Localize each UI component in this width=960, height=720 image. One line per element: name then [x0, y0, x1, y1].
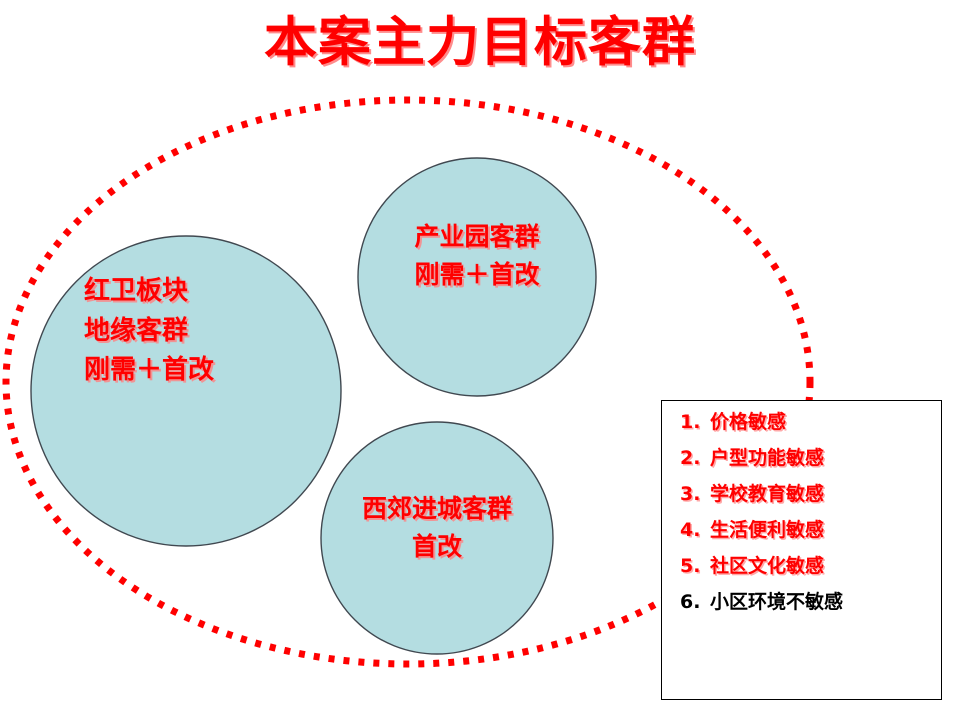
list-item-label: 价格敏感	[710, 411, 787, 433]
industrial-park-circle[interactable]	[357, 157, 597, 397]
dotted-boundary-ellipse	[2, 96, 814, 668]
list-item: 4. 生活便利敏感	[680, 521, 941, 540]
page-title: 本案主力目标客群	[264, 12, 696, 73]
circle-label-line: 首改	[411, 532, 462, 561]
west-suburb-circle[interactable]	[320, 421, 554, 655]
list-item: 6. 小区环境不敏感	[680, 593, 941, 612]
circle-label-line: 刚需＋首改	[414, 260, 540, 289]
list-item: 3. 学校教育敏感	[680, 485, 941, 504]
list-item: 2. 户型功能敏感	[680, 449, 941, 468]
list-item-label: 户型功能敏感	[710, 447, 825, 469]
list-item-label: 学校教育敏感	[710, 483, 825, 505]
list-item: 5. 社区文化敏感	[680, 557, 941, 576]
hongwei-block-circle[interactable]	[30, 235, 342, 547]
circle-label-line: 产业园客群	[414, 222, 540, 251]
list-item: 1. 价格敏感	[680, 413, 941, 432]
list-item-number: 4.	[680, 519, 701, 541]
list-item-number: 5.	[680, 555, 701, 577]
list-item-label: 小区环境不敏感	[710, 591, 844, 613]
hongwei-block-circle-label: 红卫板块 地缘客群 刚需＋首改	[46, 272, 326, 391]
circle-label-line: 刚需＋首改	[84, 355, 215, 386]
list-item-number: 2.	[680, 447, 701, 469]
sensitivity-list-box: 1. 价格敏感 2. 户型功能敏感 3. 学校教育敏感 4. 生活便利敏感 5.…	[661, 400, 942, 700]
circle-label-line: 西郊进城客群	[361, 494, 512, 523]
list-item-label: 生活便利敏感	[710, 519, 825, 541]
list-item-number: 1.	[680, 411, 701, 433]
west-suburb-circle-label: 西郊进城客群 首改	[320, 490, 554, 566]
industrial-park-circle-label: 产业园客群 刚需＋首改	[357, 218, 597, 294]
list-item-label: 社区文化敏感	[710, 555, 825, 577]
circle-label-line: 红卫板块	[84, 276, 189, 306]
list-item-number: 6.	[680, 591, 701, 613]
circle-label-line: 地缘客群	[84, 315, 189, 346]
list-item-number: 3.	[680, 483, 701, 505]
